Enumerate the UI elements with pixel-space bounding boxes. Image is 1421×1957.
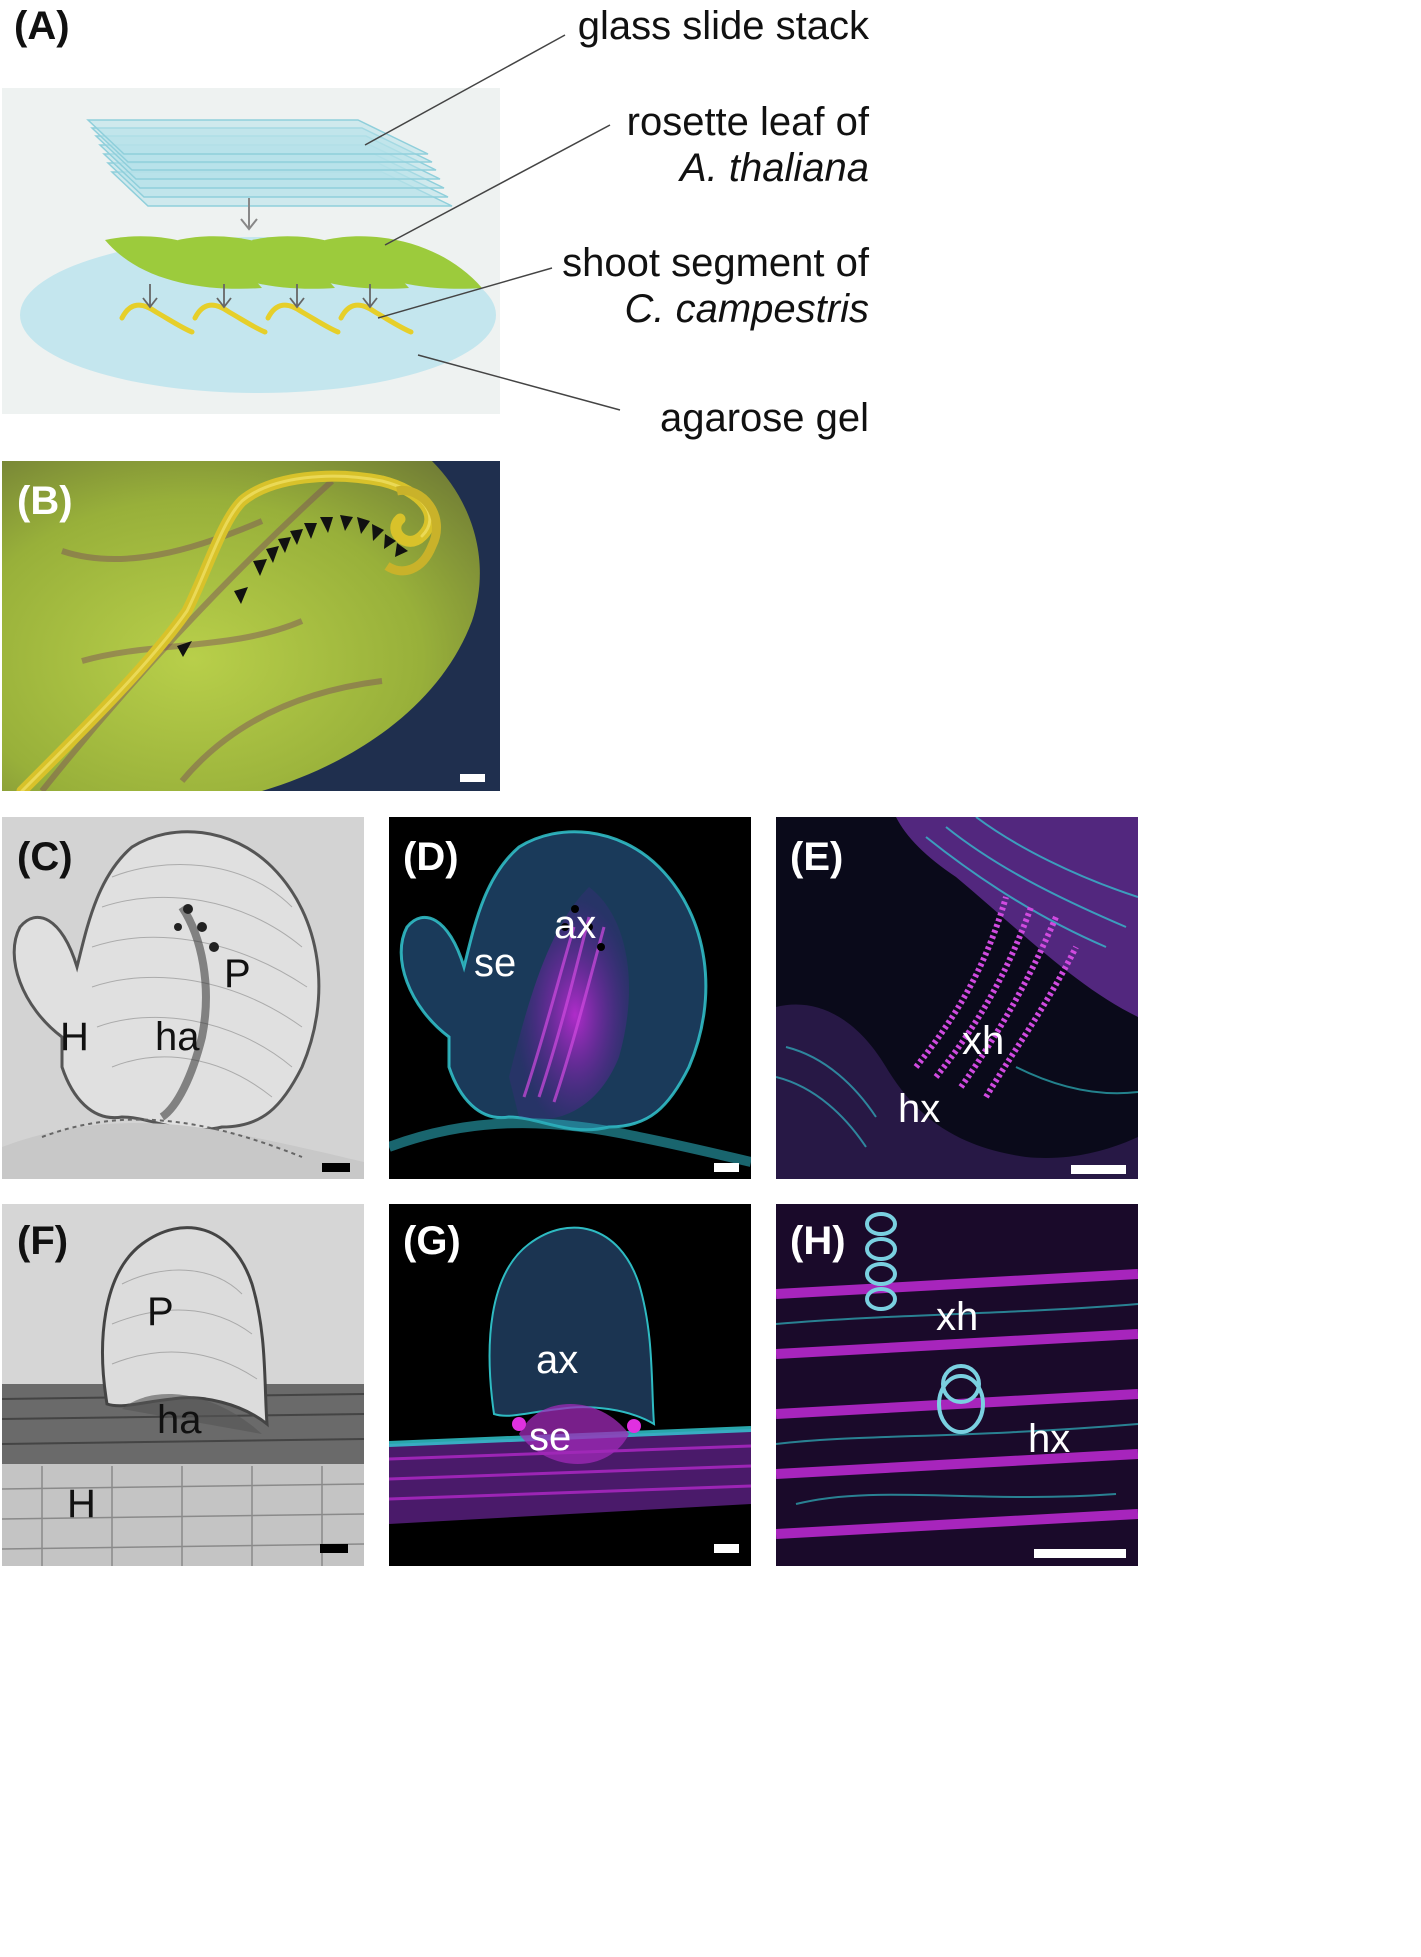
callout-shoot-line2: C. campestris [624, 287, 870, 331]
label-e-hx: hx [898, 1087, 941, 1131]
label-c-ha: ha [155, 1015, 200, 1059]
label-c-P: P [224, 952, 251, 996]
panel-e-micrograph [776, 817, 1138, 1179]
panel-c: (C) P H ha [2, 817, 364, 1179]
slide-arrow [240, 198, 258, 231]
scale-bar-d [714, 1163, 739, 1172]
callout-shoot-line1: shoot segment of [562, 241, 869, 285]
label-g-se: se [529, 1415, 572, 1459]
panel-b: (B) [2, 461, 500, 791]
callout-lines [364, 34, 621, 411]
panel-g-micrograph [389, 1204, 751, 1566]
scale-bar-c [322, 1163, 350, 1172]
panel-g: (G) ax se [389, 1204, 751, 1566]
label-d-ax: ax [554, 903, 597, 947]
rosette-leaves [105, 236, 482, 289]
label-f-ha: ha [157, 1398, 202, 1442]
scale-bar-e [1071, 1165, 1126, 1174]
panel-e: (E) xh hx [776, 817, 1138, 1179]
panel-f: (F) P ha H [2, 1204, 364, 1566]
panel-letter-e: (E) [790, 835, 844, 879]
callout-rosette-line2: A. thaliana [679, 146, 869, 190]
panel-letter-d: (D) [403, 835, 459, 879]
label-g-ax: ax [536, 1338, 579, 1382]
scale-bar-f [320, 1544, 348, 1553]
panel-f-micrograph [2, 1204, 364, 1566]
scale-bar-b [460, 774, 485, 782]
label-c-H: H [60, 1015, 89, 1059]
panel-letter-b: (B) [17, 479, 73, 523]
panel-h-micrograph [776, 1204, 1138, 1566]
shoot-segments [119, 302, 414, 335]
scale-bar-g [714, 1544, 739, 1553]
label-h-xh: xh [936, 1295, 979, 1339]
label-f-H: H [67, 1482, 96, 1526]
panel-c-micrograph [2, 817, 364, 1179]
panel-letter-c: (C) [17, 835, 73, 879]
scale-bar-h [1034, 1549, 1126, 1558]
panel-letter-g: (G) [403, 1219, 461, 1263]
panel-d: (D) ax se [389, 817, 751, 1179]
glass-slide-stack [86, 119, 453, 207]
label-d-se: se [474, 941, 517, 985]
panel-letter-f: (F) [17, 1219, 69, 1263]
host-leaf [2, 461, 480, 791]
label-h-hx: hx [1028, 1417, 1071, 1461]
callout-glass-slide: glass slide stack [577, 4, 869, 48]
panel-letter-a: (A) [14, 4, 70, 48]
callout-rosette-line1: rosette leaf of [626, 100, 869, 144]
label-e-xh: xh [962, 1019, 1005, 1063]
label-f-P: P [147, 1290, 174, 1334]
panel-h: (H) xh hx [776, 1204, 1138, 1566]
xylem-vessels [913, 896, 1079, 1099]
xylem-bridge-rings [865, 1212, 985, 1434]
panel-b-photo [2, 461, 500, 791]
panel-letter-h: (H) [790, 1219, 846, 1263]
haustoria-arrowheads [177, 515, 408, 657]
panel-a-schematic [2, 34, 621, 414]
panel-d-micrograph [389, 817, 751, 1179]
callout-agarose: agarose gel [659, 396, 869, 440]
leaf-arrows [142, 284, 378, 309]
